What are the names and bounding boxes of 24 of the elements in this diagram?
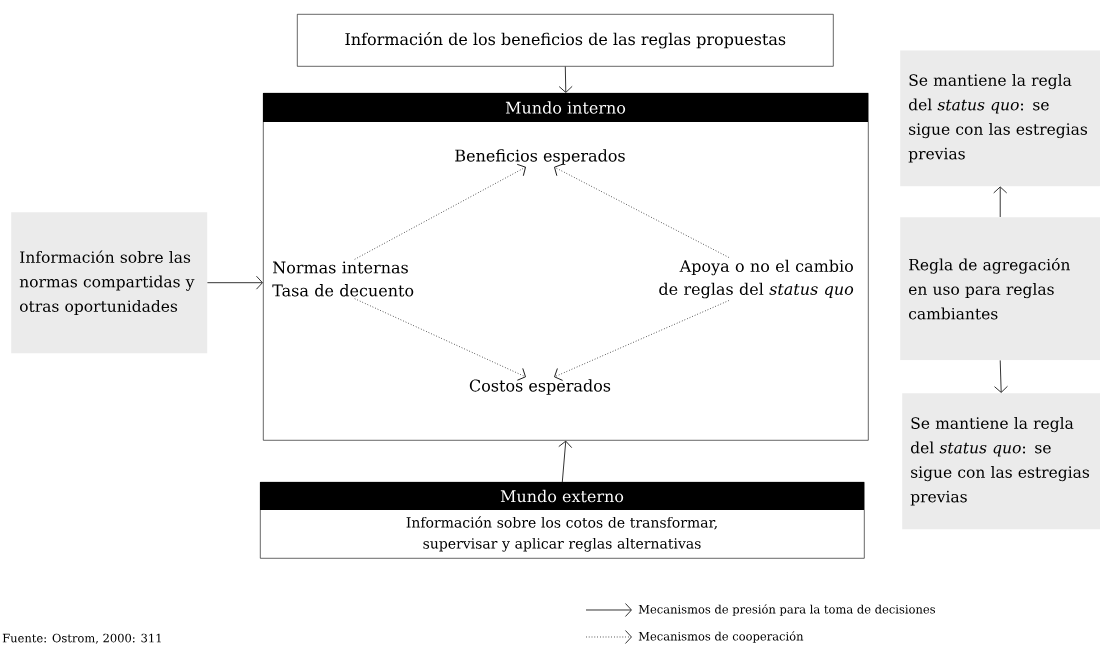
- source-note: Fuente: Ostrom, 2000: 311: [2, 633, 161, 644]
- arrow: [207, 275, 263, 290]
- info-box: Regla de agregación en uso para reglas cambiantes: [900, 217, 1100, 361]
- header-band: Mundo externo: [260, 482, 864, 510]
- arrow: [354, 163, 526, 260]
- arrow: [554, 163, 730, 258]
- text-box: Información de los beneficios de las reglas propuestas: [297, 14, 834, 67]
- node-label: Costos esperados: [469, 379, 611, 395]
- arrow: [558, 66, 573, 93]
- info-box: Información sobre las normas compartidas y otras oportunidades: [11, 212, 208, 354]
- info-box: Se mantiene la regla del status quo: se sigue con las estregias previas: [900, 50, 1100, 187]
- arrow: [558, 440, 573, 483]
- legend-label: Mecanismos de presión para la toma de decisiones: [638, 604, 935, 616]
- legend-label: Mecanismos de cooperación: [638, 631, 804, 643]
- body-text: Información sobre los cotos de transformar, supervisar y aplicar reglas alternativas: [406, 516, 717, 552]
- node-label: Apoya o no el cambio de reglas del status quo: [659, 259, 854, 299]
- info-box: Se mantiene la regla del status quo: se sigue con las estregias previas: [902, 393, 1100, 530]
- arrow: [554, 300, 730, 381]
- node-label: Beneficios esperados: [455, 149, 625, 165]
- node-label: Normas internas Tasa de decuento: [272, 261, 414, 297]
- arrow: [993, 186, 1008, 218]
- arrow: [994, 360, 1008, 393]
- header-band: Mundo interno: [263, 93, 868, 122]
- arrow: [354, 298, 526, 381]
